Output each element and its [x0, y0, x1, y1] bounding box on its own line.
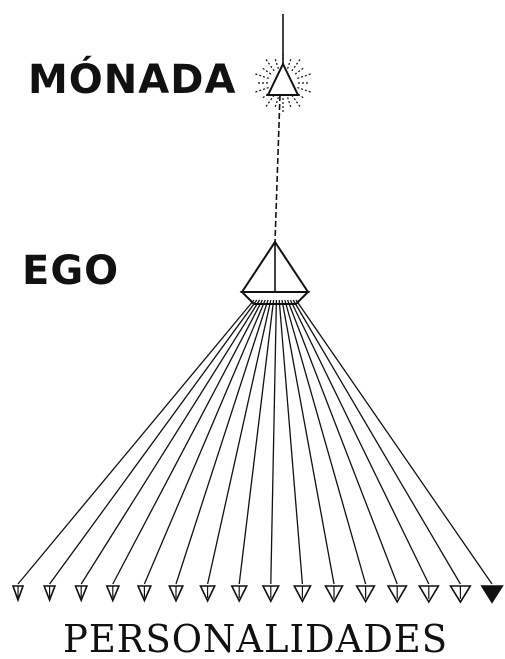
monad-ray — [297, 74, 310, 78]
ego-personality-line — [282, 300, 334, 584]
monad-label: MÓNADA — [28, 55, 236, 103]
monad-ray — [255, 88, 268, 92]
ego-personality-lines — [18, 300, 492, 584]
ego-personality-line — [81, 300, 259, 584]
monad-ray — [295, 68, 303, 74]
ego-personality-line — [279, 300, 302, 584]
monad-ray — [266, 60, 274, 71]
ego-personality-line — [271, 300, 277, 584]
ego-personality-line — [144, 300, 265, 584]
ego-label: EGO — [22, 248, 119, 294]
monad-ray — [263, 68, 271, 74]
monad-ray — [292, 60, 300, 71]
ego-personality-line — [290, 300, 428, 584]
personality-markers — [13, 586, 502, 602]
ego-personality-line — [18, 300, 254, 584]
ego-personality-line — [293, 300, 460, 584]
ego-pyramid-icon — [242, 242, 308, 304]
monad-ray — [275, 97, 278, 107]
ego-personality-line — [239, 300, 273, 584]
personalities-label: PERSONALIDADES — [63, 617, 448, 659]
monad-triangle-icon — [255, 54, 310, 112]
monad-ego-connector — [275, 95, 280, 242]
monad-ray — [288, 59, 291, 68]
monad-ray — [275, 59, 278, 68]
monad-ray — [266, 95, 274, 106]
monad-ray — [288, 97, 291, 107]
monad-ray — [292, 95, 300, 106]
monad-ray — [297, 88, 310, 92]
ego-personality-line — [288, 300, 398, 584]
ego-personality-line — [176, 300, 268, 584]
monad-ray — [255, 74, 268, 78]
ego-personality-line — [50, 300, 257, 584]
ego-personality-line — [208, 300, 271, 584]
